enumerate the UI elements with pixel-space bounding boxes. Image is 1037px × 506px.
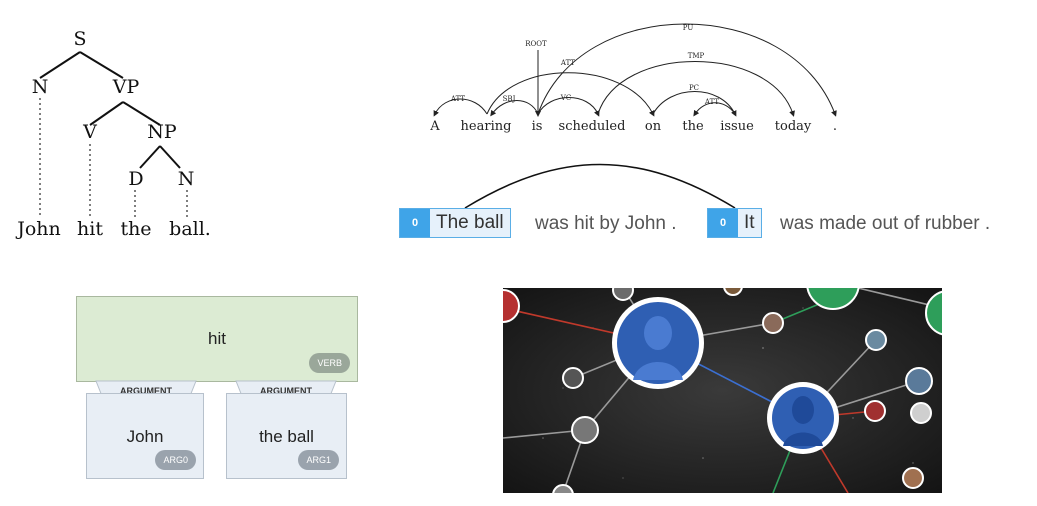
coref-cluster-tag: 0 xyxy=(400,209,430,237)
dep-word: A xyxy=(429,119,440,134)
node-n2: N xyxy=(178,168,195,190)
arc-label-tmp: TMP xyxy=(688,52,705,60)
arc-label-pc: PC xyxy=(689,84,699,92)
arg0-tag: ARG0 xyxy=(155,450,196,470)
coref-arc xyxy=(464,163,736,209)
arc-label-vc: VC xyxy=(560,94,571,102)
node-np: NP xyxy=(147,121,177,143)
coref-end-text: was made out of rubber . xyxy=(780,213,991,234)
word-john: John xyxy=(15,218,61,240)
arc-label-att2: ATT xyxy=(704,98,719,106)
verb-tag: VERB xyxy=(309,353,350,373)
dep-word: today xyxy=(775,119,812,134)
argument-box-arg0: John ARG0 xyxy=(86,393,204,479)
dep-word: the xyxy=(682,119,704,134)
knowledge-graph-image xyxy=(503,288,942,493)
argument-tab-label: ARGUMENT xyxy=(260,386,312,396)
node-v: V xyxy=(82,121,97,143)
node-s: S xyxy=(73,28,86,50)
coref-mention-the-ball[interactable]: 0 The ball xyxy=(399,208,511,238)
dep-word: issue xyxy=(720,119,754,134)
coref-cluster-tag: 0 xyxy=(708,209,738,237)
constituency-tree: S N VP V NP D N John hit the ball. xyxy=(15,28,211,240)
arc-label-root: ROOT xyxy=(525,40,547,48)
node-n: N xyxy=(32,76,49,98)
arc-label-att-long: ATT xyxy=(560,59,575,67)
coref-middle-text: was hit by John . xyxy=(535,213,677,234)
dep-word: hearing xyxy=(461,119,512,134)
dep-word: . xyxy=(833,119,837,134)
predicate-box: hit VERB xyxy=(76,296,358,382)
coref-mention-text: It xyxy=(738,209,761,237)
word-ball: ball. xyxy=(169,218,211,240)
dep-word: on xyxy=(645,119,662,134)
node-d: D xyxy=(128,168,143,190)
dep-word: is xyxy=(532,119,543,134)
word-the: the xyxy=(120,218,151,240)
argument-label: John xyxy=(126,427,164,446)
dependency-parse: ROOT PU TMP ATT ATT SBJ VC PC ATT A hear… xyxy=(429,23,837,134)
predicate-label: hit xyxy=(208,329,226,348)
word-hit: hit xyxy=(77,218,103,240)
argument-box-arg1: the ball ARG1 xyxy=(226,393,347,479)
argument-tab-label: ARGUMENT xyxy=(120,386,172,396)
arc-label-att1: ATT xyxy=(450,95,465,103)
arc-label-sbj: SBJ xyxy=(503,95,516,103)
node-vp: VP xyxy=(112,76,140,98)
coref-mention-text: The ball xyxy=(430,209,510,237)
coref-mention-it[interactable]: 0 It xyxy=(707,208,762,238)
dep-word: scheduled xyxy=(559,119,626,134)
argument-label: the ball xyxy=(259,427,314,446)
arc-label-pu: PU xyxy=(683,24,694,32)
arg1-tag: ARG1 xyxy=(298,450,339,470)
